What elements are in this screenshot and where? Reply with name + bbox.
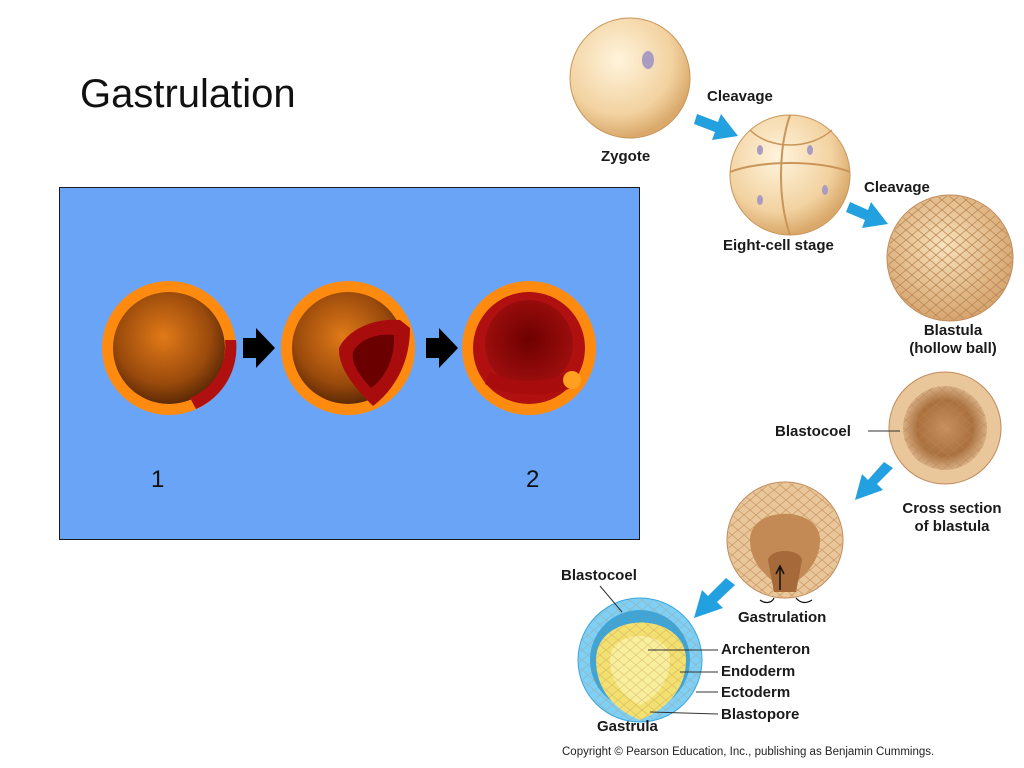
eight-cell-label: Eight-cell stage xyxy=(723,237,834,254)
arrow-icon xyxy=(855,462,893,500)
blastopore-label: Blastopore xyxy=(721,706,800,723)
zygote-illustration xyxy=(569,17,691,139)
stage-number-1: 1 xyxy=(151,466,165,493)
eight-cell-illustration xyxy=(729,114,851,236)
arrow-icon xyxy=(846,202,888,228)
leader-line xyxy=(599,585,623,613)
blastula-label-line1: Blastula xyxy=(923,322,983,339)
blastula-cross-section-illustration xyxy=(888,371,1002,485)
development-diagram xyxy=(569,17,1014,723)
frame-2-embryo xyxy=(281,281,415,415)
cross-section-line1: Cross section xyxy=(902,500,1002,517)
animation-frames xyxy=(102,281,596,415)
arrow-right-icon xyxy=(243,328,275,368)
cross-section-line2: of blastula xyxy=(914,518,990,535)
endoderm-label: Endoderm xyxy=(721,663,796,680)
stage-number-2: 2 xyxy=(526,466,540,493)
archenteron-label: Archenteron xyxy=(721,641,811,658)
blastocoel-label-1: Blastocoel xyxy=(775,423,851,440)
gastrulation-animation-panel: 1 2 xyxy=(59,187,640,540)
copyright-notice: Copyright © Pearson Education, Inc., pub… xyxy=(562,746,935,758)
arrow-right-icon xyxy=(426,328,458,368)
blastula-label: Blastula (hollow ball) xyxy=(893,322,1013,358)
slide-title: Gastrulation xyxy=(80,72,296,116)
cleavage-label-2: Cleavage xyxy=(864,179,930,196)
leader-line xyxy=(649,711,719,715)
ectoderm-label: Ectoderm xyxy=(721,684,791,701)
gastrulation-illustration xyxy=(726,481,844,604)
zygote-label: Zygote xyxy=(601,148,651,165)
frame-1-embryo xyxy=(102,281,237,415)
gastrulation-label: Gastrulation xyxy=(738,609,827,626)
blastula-illustration xyxy=(886,194,1014,322)
gastrula-label: Gastrula xyxy=(597,718,658,735)
cleavage-label-1: Cleavage xyxy=(707,88,773,105)
gastrula-illustration xyxy=(577,597,703,723)
arrow-icon xyxy=(694,578,735,618)
arrow-icon xyxy=(694,114,738,140)
blastocoel-label-2: Blastocoel xyxy=(561,567,637,584)
frame-3-embryo xyxy=(462,281,596,415)
blastula-label-line2: (hollow ball) xyxy=(909,340,997,357)
cross-section-label: Cross section of blastula xyxy=(888,500,1016,536)
